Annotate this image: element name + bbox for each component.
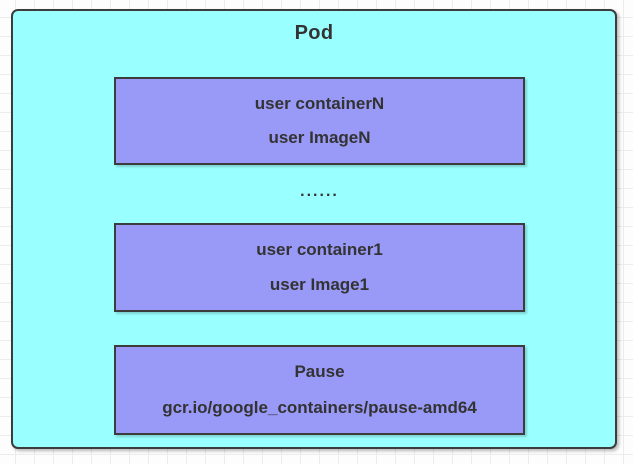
container-name: user containerN (254, 93, 385, 113)
container-name: Pause (294, 362, 345, 382)
container-image: gcr.io/google_containers/pause-amd64 (162, 397, 477, 417)
container-image: user Image1 (269, 275, 370, 294)
container-box-1: user container1 user Image1 (114, 223, 525, 312)
container-box-n: user containerN user ImageN (114, 77, 525, 165)
container-image: user ImageN (268, 128, 371, 148)
container-box-pause: Pause gcr.io/google_containers/pause-amd… (114, 345, 525, 435)
container-name: user container1 (256, 240, 383, 259)
pod-title: Pod (294, 22, 334, 44)
ellipsis-label: ...... (300, 183, 339, 200)
pod-box: Pod user containerN user ImageN ...... u… (11, 9, 617, 449)
